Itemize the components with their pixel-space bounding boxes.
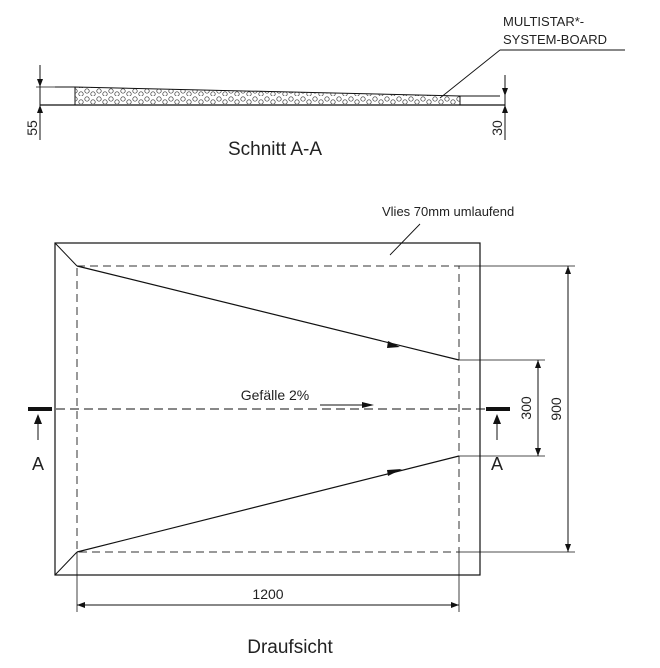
section-board	[74, 86, 461, 106]
cut-marker-left: A	[32, 454, 44, 474]
plan-view: Vlies 70mm umlaufend A A Gefälle 2% 300	[28, 204, 575, 658]
fleece-label: Vlies 70mm umlaufend	[382, 204, 514, 219]
section-view: 55 30 MULTISTAR*- SYSTEM-BOARD Schnitt A…	[24, 14, 625, 160]
cut-marker-right: A	[491, 454, 503, 474]
dim-left-label: 55	[24, 120, 40, 136]
slope-line-bottom	[76, 455, 460, 553]
slope-label: Gefälle 2%	[241, 387, 309, 403]
dim-width-label: 1200	[252, 586, 283, 602]
material-label-line2: SYSTEM-BOARD	[503, 32, 607, 47]
slope-line-top	[76, 265, 460, 361]
dim-right-label: 30	[489, 120, 505, 136]
plan-title: Draufsicht	[247, 637, 333, 658]
dim-height-label: 900	[548, 397, 564, 421]
section-title: Schnitt A-A	[228, 139, 322, 160]
dim-outlet-label: 300	[518, 396, 534, 420]
material-label-line1: MULTISTAR*-	[503, 14, 584, 29]
material-leader	[439, 49, 501, 99]
fleece-leader	[389, 223, 421, 256]
fleece-boundary	[76, 265, 460, 553]
